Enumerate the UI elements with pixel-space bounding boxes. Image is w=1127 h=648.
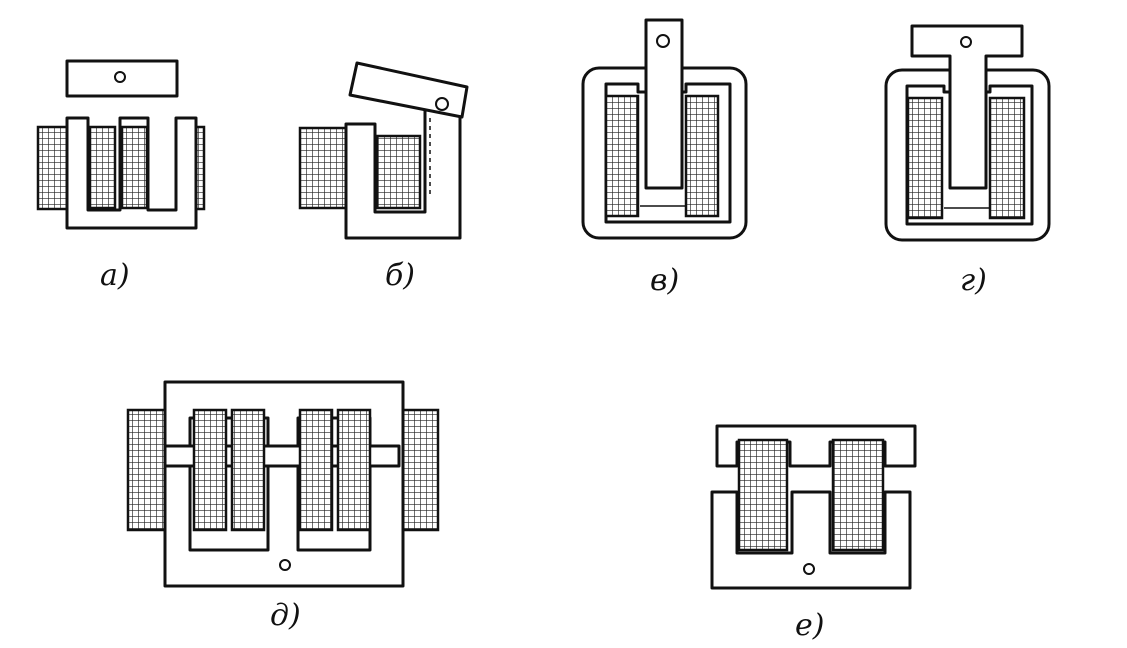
variant-g-magnet: г): [884, 24, 1051, 298]
coil-a-3: [120, 125, 149, 210]
label-d: д): [270, 598, 301, 633]
coil-a-1: [36, 125, 70, 211]
pivot-hole-v: [656, 34, 670, 48]
variant-d-magnet: д): [126, 380, 440, 633]
variant-e-magnet: е): [710, 424, 917, 643]
coil-b-1: [298, 126, 352, 210]
pivot-hole-a: [114, 71, 126, 83]
variant-v-magnet: в): [581, 18, 748, 298]
coil-v-left: [604, 94, 640, 218]
coil-a-2: [88, 125, 117, 210]
plunger-g: [910, 24, 1024, 190]
variant-a-magnet: а): [36, 59, 206, 293]
label-v: в): [650, 263, 679, 298]
pivot-hole-g: [960, 36, 972, 48]
coil-d-4: [336, 408, 372, 532]
pivot-hole-b: [435, 97, 449, 111]
core-e: [710, 490, 912, 590]
coil-d-outer-right: [400, 408, 440, 532]
armature-b: [348, 61, 469, 119]
coil-g-left: [906, 96, 944, 220]
label-e: е): [795, 608, 824, 643]
variant-b-magnet: б): [298, 61, 469, 293]
coil-d-2: [230, 408, 266, 532]
plunger-v: [644, 18, 684, 190]
coil-v-right: [684, 94, 720, 218]
coil-d-outer-left: [126, 408, 168, 532]
pivot-hole-e: [803, 563, 815, 575]
coil-d-1: [192, 408, 228, 532]
coil-b-2: [375, 134, 422, 210]
coil-d-3: [298, 408, 334, 532]
armature-a: [65, 59, 179, 98]
label-b: б): [385, 258, 415, 293]
label-a: а): [100, 258, 130, 293]
label-g: г): [960, 263, 987, 298]
coil-e-left: [737, 438, 789, 552]
pivot-hole-d: [279, 559, 291, 571]
coil-e-right: [831, 438, 885, 552]
armature-e: [715, 424, 917, 468]
coil-g-right: [988, 96, 1026, 220]
